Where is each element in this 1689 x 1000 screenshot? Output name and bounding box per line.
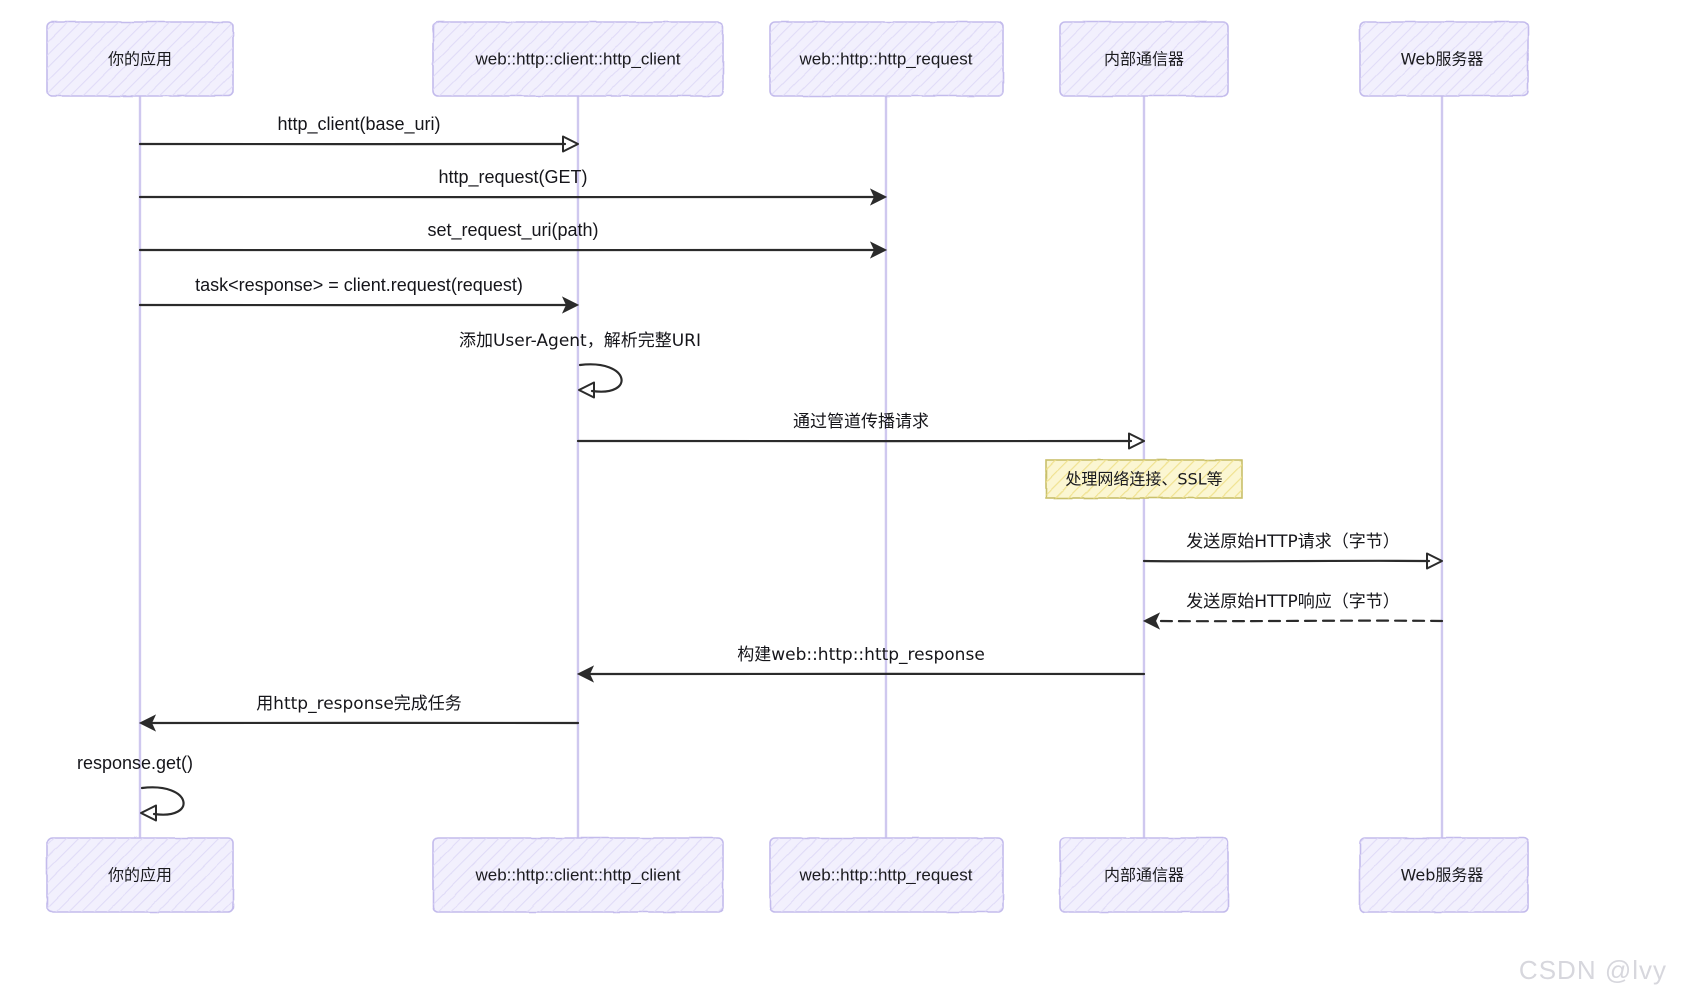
message-line xyxy=(138,142,567,146)
note-n1[interactable]: 处理网络连接、SSL等 xyxy=(1045,459,1243,499)
participant-request-bottom[interactable]: web::http::http_request xyxy=(769,837,1004,913)
actor-boxes-bottom: 你的应用 web::http::client::http_client web::h… xyxy=(46,837,1529,913)
message-m5: 添加User-Agent，解析完整URI xyxy=(459,331,701,399)
participant-label-client: web::http::client::http_client xyxy=(474,49,680,68)
participant-label-request: web::http::http_request xyxy=(799,865,973,884)
message-label: 添加User-Agent，解析完整URI xyxy=(459,331,701,351)
message-label: 用http_response完成任务 xyxy=(256,694,462,714)
self-message-line xyxy=(578,363,623,393)
participant-label-messenger: 内部通信器 xyxy=(1104,50,1184,69)
self-message-line xyxy=(140,786,185,816)
message-label: 通过管道传播请求 xyxy=(793,412,929,432)
lifelines-group xyxy=(138,95,1444,839)
participant-messenger-top[interactable]: 内部通信器 xyxy=(1059,21,1229,97)
message-label: task<response> = client.request(request) xyxy=(195,275,523,295)
participant-server-top[interactable]: Web服务器 xyxy=(1359,21,1529,97)
participant-label-messenger: 内部通信器 xyxy=(1104,866,1184,885)
participant-server-bottom[interactable]: Web服务器 xyxy=(1359,837,1529,913)
participant-request-top[interactable]: web::http::http_request xyxy=(769,21,1004,97)
message-m6: 通过管道传播请求 xyxy=(576,412,1145,450)
message-m3: set_request_uri(path) xyxy=(138,220,888,259)
messages-group: http_client(base_uri) http_request(GET)se… xyxy=(77,114,1444,822)
message-m4: task<response> = client.request(request) xyxy=(138,275,580,314)
participant-app-top[interactable]: 你的应用 xyxy=(46,21,234,97)
message-m7: 发送原始HTTP请求（字节） xyxy=(1142,532,1443,570)
message-line xyxy=(1142,559,1431,563)
participant-label-server: Web服务器 xyxy=(1401,50,1484,69)
participant-label-app: 你的应用 xyxy=(108,50,172,69)
message-m2: http_request(GET) xyxy=(138,167,888,206)
message-m9: 构建web::http::http_response xyxy=(576,645,1146,683)
participant-label-server: Web服务器 xyxy=(1401,866,1484,885)
message-label: set_request_uri(path) xyxy=(427,220,598,241)
message-label: 发送原始HTTP响应（字节） xyxy=(1186,592,1400,612)
message-line xyxy=(138,303,567,307)
message-label: http_request(GET) xyxy=(438,167,587,188)
participant-label-request: web::http::http_request xyxy=(799,49,973,68)
participant-client-top[interactable]: web::http::client::http_client xyxy=(432,21,724,97)
actor-boxes-top: 你的应用 web::http::client::http_client web::h… xyxy=(46,21,1529,97)
message-label: response.get() xyxy=(77,753,193,773)
message-label: http_client(base_uri) xyxy=(277,114,440,135)
message-m10: 用http_response完成任务 xyxy=(138,694,580,732)
message-label: 发送原始HTTP请求（字节） xyxy=(1186,532,1400,552)
participant-label-app: 你的应用 xyxy=(108,866,172,885)
notes-group: 处理网络连接、SSL等 xyxy=(1045,459,1243,499)
participant-messenger-bottom[interactable]: 内部通信器 xyxy=(1059,837,1229,913)
participant-label-client: web::http::client::http_client xyxy=(474,865,680,884)
participant-app-bottom[interactable]: 你的应用 xyxy=(46,837,234,913)
message-m11: response.get() xyxy=(77,753,193,822)
message-label: 构建web::http::http_response xyxy=(737,645,985,665)
message-line xyxy=(1155,619,1444,623)
note-label: 处理网络连接、SSL等 xyxy=(1065,470,1222,489)
message-m1: http_client(base_uri) xyxy=(138,114,579,153)
message-line xyxy=(138,195,875,199)
message-line xyxy=(151,721,580,725)
message-line xyxy=(576,439,1133,443)
message-line xyxy=(589,672,1146,676)
participant-client-bottom[interactable]: web::http::client::http_client xyxy=(432,837,724,913)
message-m8: 发送原始HTTP响应（字节） xyxy=(1142,592,1444,630)
message-line xyxy=(138,248,875,252)
csdn-watermark: CSDN @lvy xyxy=(1518,955,1667,985)
